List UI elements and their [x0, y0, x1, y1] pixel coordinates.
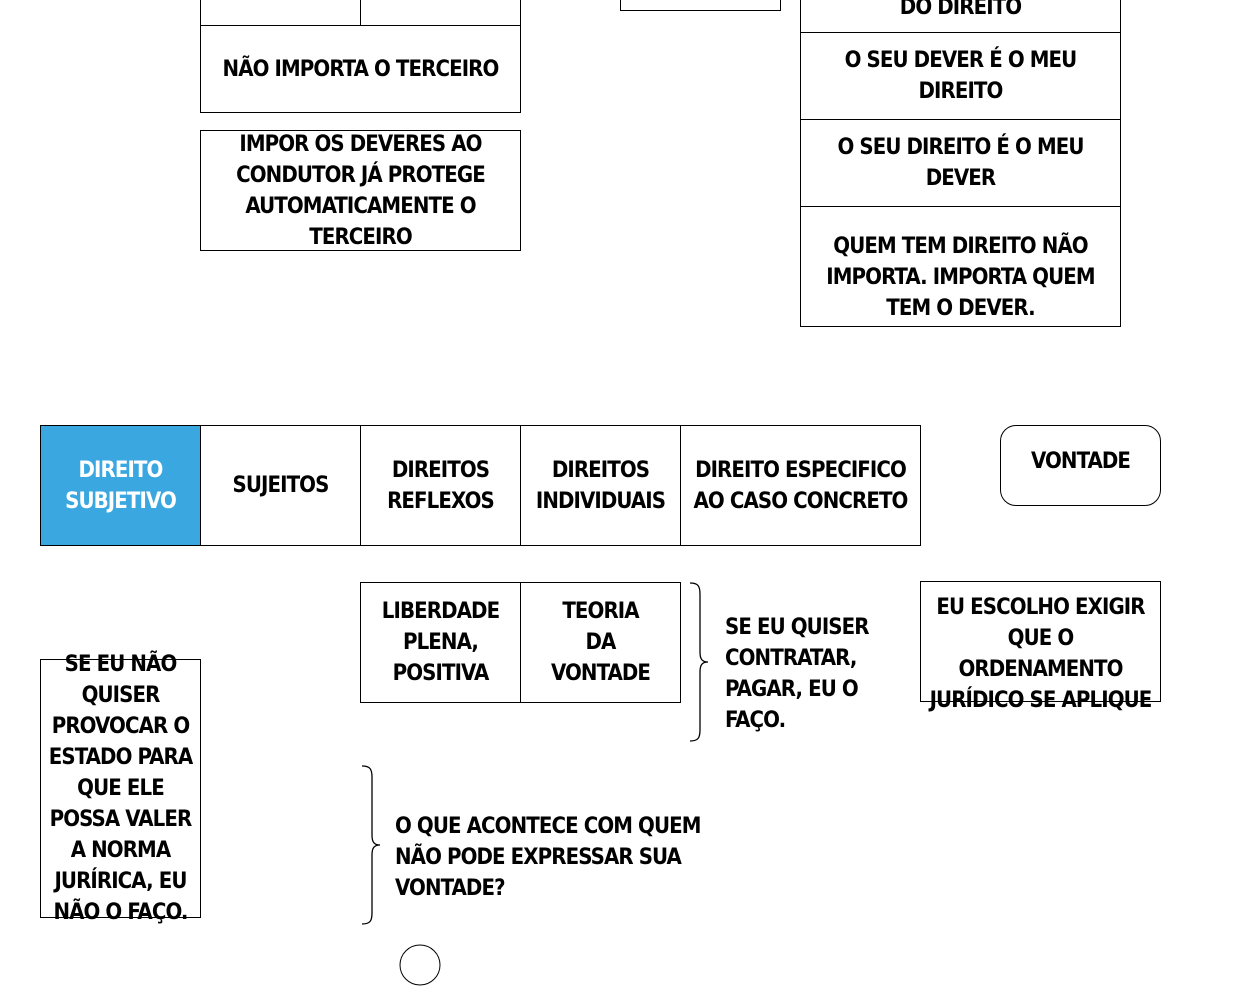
box-direitos-reflexos: Direitos reflexos: [360, 425, 521, 546]
box-nao-importa-terceiro: Não importa o terceiro: [200, 25, 521, 113]
brace-right-1: [689, 582, 709, 742]
partial-box-top-left-1: [200, 0, 361, 26]
note-o-que-acontece: O que acontece com quem não pode express…: [395, 814, 701, 901]
box-sujeitos: Sujeitos: [200, 425, 361, 546]
partial-circle-shape: [399, 944, 441, 986]
partial-box-top-middle: [620, 0, 781, 11]
box-se-eu-nao-quiser: Se eu não quiser provocar o Estado para …: [40, 652, 201, 925]
box-seu-dever-meu-direito: O seu dever é o meu direito: [800, 32, 1121, 120]
brace-right-2: [361, 765, 381, 925]
box-quem-tem-direito: Quem tem direito não importa. Importa qu…: [800, 206, 1121, 327]
box-direito-especifico: Direito especifico ao caso concreto: [680, 425, 921, 546]
box-impor-deveres: Impor os deveres ao condutor já protege …: [200, 130, 521, 251]
partial-box-top-left-2: [360, 0, 521, 26]
box-direito-subjetivo: Direito subjetivo: [40, 425, 201, 546]
box-eu-escolho: Eu escolho exigir que o ordenamento jurí…: [920, 581, 1161, 713]
box-seu-direito-meu-dever: O seu direito é o meu dever: [800, 119, 1121, 207]
box-liberdade-plena: Liberdade plena, positiva: [360, 582, 521, 703]
box-vontade: Vontade: [1000, 425, 1161, 506]
box-teoria-vontade: Teoria da vontade: [520, 582, 681, 703]
box-direitos-individuais: Direitos individuais: [520, 425, 681, 546]
box-do-direito: do direito: [800, 0, 1121, 33]
note-se-eu-quiser: Se eu quiser contratar, pagar, eu o faço…: [725, 615, 870, 733]
